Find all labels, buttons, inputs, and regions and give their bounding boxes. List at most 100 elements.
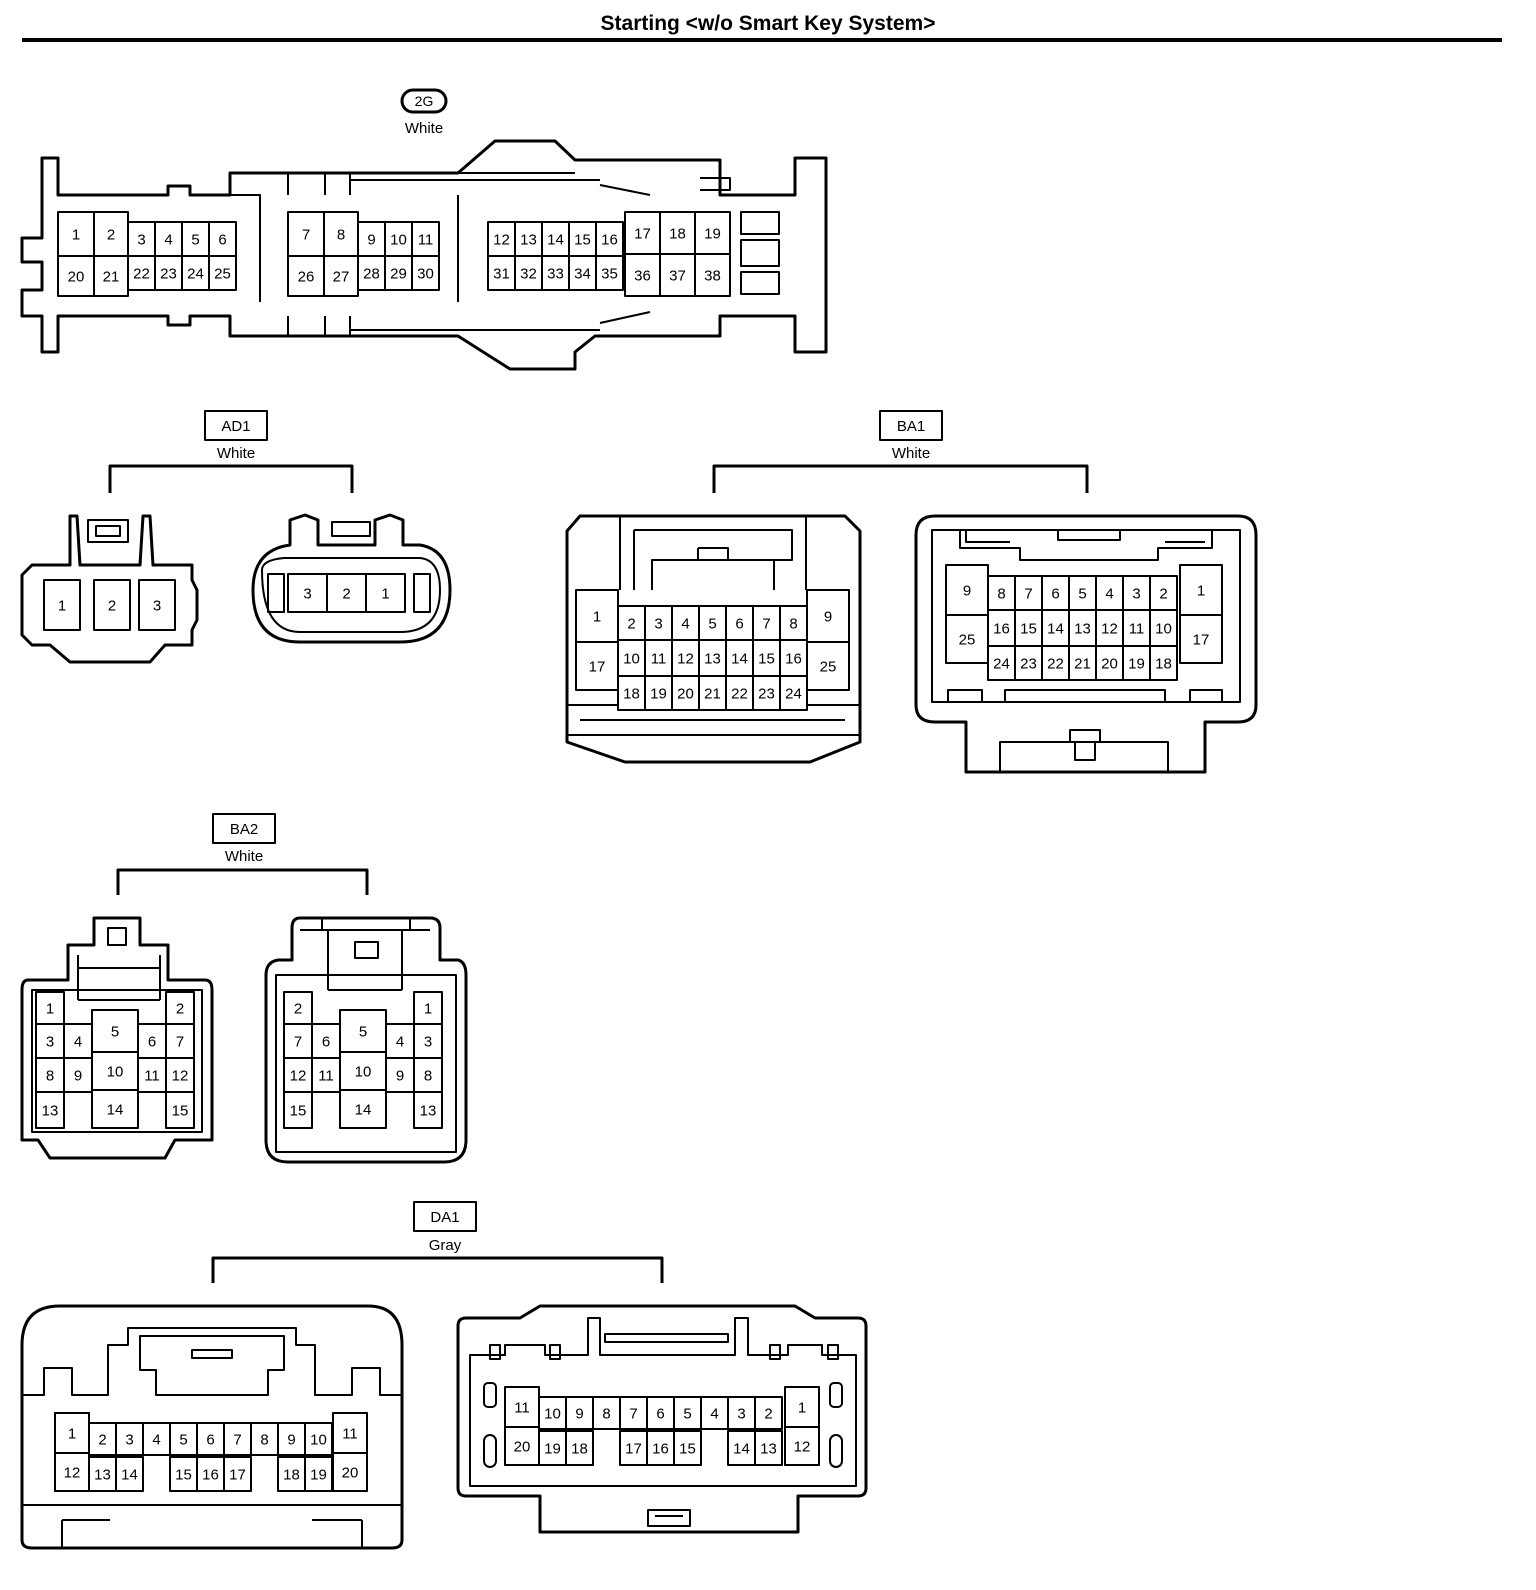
pin-cell [57, 211, 95, 257]
connector-da1-right-key-6 [483, 1434, 497, 1468]
connector-2g-slot-3 [740, 271, 780, 295]
pin-label: 18 [623, 685, 640, 702]
pin-label: 23 [160, 265, 177, 282]
connector-da1-right-key-7 [829, 1382, 843, 1408]
pin-label: 10 [390, 231, 407, 248]
connector-ad1-right-key-l [267, 573, 285, 613]
pin-label: 1 [58, 597, 66, 614]
connector-ba2-badge [212, 813, 276, 844]
pin-cell [357, 255, 386, 291]
pin-cell [93, 211, 129, 257]
pin-cell [91, 1089, 139, 1129]
pin-cell [671, 639, 700, 677]
pin-label: 17 [589, 658, 606, 675]
pin-label: 38 [704, 267, 721, 284]
pin-label: 14 [121, 1466, 138, 1483]
pin-label: 30 [417, 265, 434, 282]
pin-cell [1068, 645, 1097, 681]
pin-label: 15 [175, 1466, 192, 1483]
connector-da1-right-key-2 [549, 1344, 561, 1360]
pin-cell [725, 605, 754, 641]
pin-cell [487, 255, 516, 291]
pin-label: 34 [574, 265, 591, 282]
pin-label: 13 [760, 1440, 777, 1457]
pin-cell [504, 1386, 540, 1428]
pin-label: 10 [623, 650, 640, 667]
pin-cell [514, 255, 543, 291]
connector-ba2-right-housing [264, 916, 468, 1164]
pin-label: 24 [993, 655, 1010, 672]
pin-label: 2 [1159, 585, 1167, 602]
pin-cell [165, 1023, 195, 1059]
pin-label: 14 [731, 650, 748, 667]
pin-label: 25 [959, 631, 976, 648]
pin-label: 5 [683, 1405, 691, 1422]
pin-label: 11 [318, 1067, 334, 1084]
pin-label: 11 [342, 1425, 358, 1442]
pin-cell [698, 675, 727, 711]
pin-label: 19 [1128, 655, 1145, 672]
pin-cell [644, 675, 673, 711]
pin-label: 6 [656, 1405, 664, 1422]
pin-label: 20 [1101, 655, 1118, 672]
pin-label: 15 [574, 231, 591, 248]
pin-label: 7 [1024, 585, 1032, 602]
pin-cell [592, 1396, 621, 1430]
pin-cell [694, 253, 731, 297]
pin-cell [277, 1422, 306, 1456]
pin-label: 8 [260, 1431, 268, 1448]
pin-label: 5 [111, 1023, 119, 1040]
connector-da1-left-frame [22, 1327, 402, 1396]
pin-label: 16 [652, 1440, 669, 1457]
connector-ba1-right-inner [931, 529, 1241, 703]
pin-label: 36 [634, 267, 651, 284]
connector-da1-color: Gray [429, 1237, 462, 1254]
pin-cell [283, 1091, 313, 1129]
pin-label: 4 [74, 1033, 82, 1050]
connector-da1-right-key-4 [827, 1344, 839, 1360]
connector-ad1-left-housing [20, 514, 199, 664]
connector-ba1-right-housing [914, 514, 1258, 774]
pin-label: 14 [547, 231, 564, 248]
pin-label: 26 [298, 268, 315, 285]
connector-da1-id: DA1 [430, 1209, 459, 1226]
pin-cell [619, 1396, 648, 1430]
pin-label: 5 [179, 1431, 187, 1448]
pin-label: 1 [593, 608, 601, 625]
pin-label: 7 [176, 1033, 184, 1050]
pin-label: 15 [758, 650, 775, 667]
pin-label: 9 [74, 1067, 82, 1084]
connector-ad1-id: AD1 [221, 418, 250, 435]
pin-cell [779, 675, 808, 711]
pin-label: 4 [710, 1405, 718, 1422]
pin-label: 1 [72, 226, 80, 243]
pin-label: 12 [64, 1464, 81, 1481]
pin-label: 19 [310, 1466, 327, 1483]
connector-2g-badge [400, 88, 448, 114]
connector-ba2-left-inner [31, 955, 203, 1133]
pin-cell [365, 573, 406, 613]
pin-label: 13 [42, 1102, 59, 1119]
connector-ad1-bracket [108, 464, 354, 493]
pin-label: 25 [820, 658, 837, 675]
pin-label: 11 [418, 231, 434, 248]
pin-cell [93, 579, 131, 631]
pin-label: 5 [1078, 585, 1086, 602]
connector-da1-right-base [647, 1509, 691, 1527]
pin-label: 13 [520, 231, 537, 248]
pin-cell [196, 1422, 225, 1456]
pin-cell [165, 991, 195, 1025]
pin-label: 4 [152, 1431, 160, 1448]
pin-label: 8 [997, 585, 1005, 602]
pin-cell [413, 1023, 443, 1059]
connector-ba2-bracket [116, 868, 369, 895]
connector-2g-id: 2G [415, 93, 434, 109]
pin-label: 20 [514, 1438, 531, 1455]
pin-label: 20 [68, 268, 85, 285]
pin-label: 8 [602, 1405, 610, 1422]
connector-ad1-badge [204, 410, 268, 441]
pin-cell [752, 605, 781, 641]
